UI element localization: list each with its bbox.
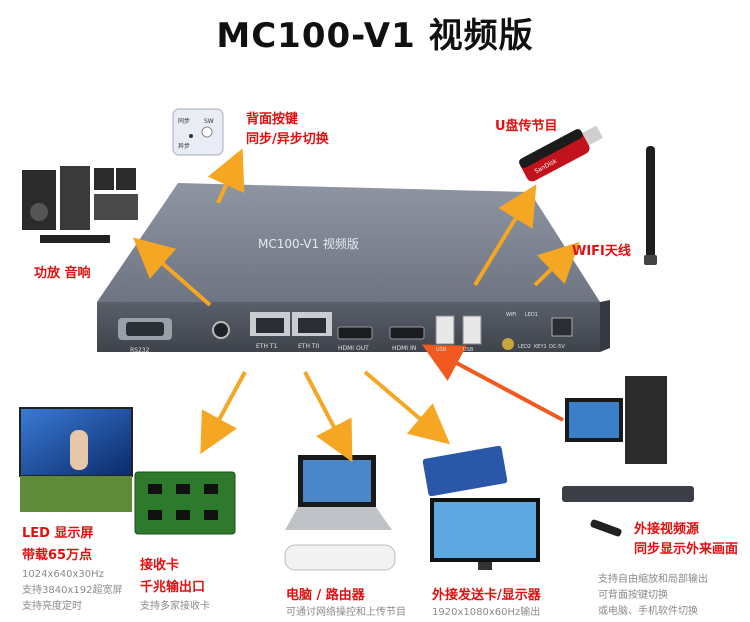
receiver-card-block: 接收卡 千兆输出口 支持多家接收卡	[140, 555, 210, 615]
usb-stick-image	[519, 125, 603, 182]
computer-router-note: 可通讨网络操控和上传节目	[286, 607, 406, 618]
video-source-note-2: 可背面按键切换	[598, 590, 668, 601]
receiver-card-subtitle: 千兆输出口	[140, 580, 206, 595]
computer-router-block: 电脑 / 路由器 可通讨网络操控和上传节目	[286, 587, 406, 621]
sender-display-block: 外接发送卡/显示器 1920x1080x60Hz输出	[432, 587, 541, 621]
device-box	[97, 183, 610, 352]
video-source-image	[562, 376, 694, 537]
laptop-router-image	[284, 455, 396, 571]
arrow-to-led	[200, 371, 247, 455]
switch-callout: 背面按键 同步/异步切换	[246, 110, 329, 150]
hdmi-in-port	[389, 326, 425, 340]
dc-label: DC-5V	[549, 344, 565, 350]
arrow-to-laptop	[303, 371, 353, 463]
wifi-callout-label: WIFI天线	[572, 244, 631, 259]
wifi-port-label: WiFi	[506, 312, 516, 318]
switch-callout-line1: 背面按键	[246, 112, 299, 127]
antenna-image	[644, 146, 657, 265]
video-source-notes: 支持自由缩放和局部输出 可背面按键切换 或电脑、手机软件切换	[598, 572, 708, 620]
speakers-image	[22, 166, 138, 243]
arrow-to-usb	[473, 184, 537, 287]
switch-panel-image	[172, 108, 224, 156]
rs232-label: RS232	[130, 347, 150, 354]
computer-router-title: 电脑 / 路由器	[286, 588, 365, 603]
led1-label: LED1	[525, 312, 538, 318]
device-top-label: MC100-V1 视频版	[258, 236, 359, 251]
led-screen-title: LED 显示屏	[22, 526, 94, 541]
switch-callout-line2: 同步/异步切换	[246, 132, 329, 147]
led-screen-note-3: 支持亮度定时	[22, 601, 82, 612]
wifi-connector	[502, 338, 514, 350]
sender-display-title: 外接发送卡/显示器	[432, 588, 541, 603]
usb-callout-label: U盘传节目	[495, 119, 558, 134]
arrow-to-sender	[363, 370, 451, 445]
switch-sync-label: 同步	[178, 117, 190, 125]
connection-arrows	[132, 148, 580, 463]
led2-label: LED2	[518, 344, 531, 350]
led-screen-subtitle: 带载65万点	[22, 548, 93, 563]
switch-sw-label: SW	[204, 118, 214, 125]
video-source-subtitle: 同步显示外来画面	[634, 542, 739, 557]
arrow-to-switch	[207, 148, 245, 204]
led-screen-note-2: 支持3840x192超宽屏	[22, 585, 123, 596]
usb2-label: USB	[463, 347, 474, 353]
switch-async-label: 异步	[178, 142, 190, 150]
usb1-port	[435, 315, 455, 345]
eth0-label: ETH T0	[298, 343, 320, 350]
hdmi-out-port	[337, 326, 373, 340]
video-source-note-3: 或电脑、手机软件切换	[598, 606, 698, 617]
sender-display-note: 1920x1080x60Hz输出	[432, 607, 541, 618]
receiver-card-note: 支持多家接收卡	[140, 601, 210, 612]
hdmi-out-label: HDMI OUT	[338, 345, 369, 352]
arrow-to-wifi	[533, 241, 580, 287]
key1-label: KEY1	[534, 344, 547, 350]
usb2-port	[462, 315, 482, 345]
led-screen-note-1: 1024x640x30Hz	[22, 569, 104, 580]
led-screen-image	[19, 407, 133, 512]
video-source-title: 外接视频源	[634, 522, 700, 537]
video-source-note-1: 支持自由缩放和局部输出	[598, 574, 708, 585]
usb1-label: USB	[436, 347, 447, 353]
amp-callout-label: 功放 音响	[34, 266, 91, 281]
video-source-block: 外接视频源 同步显示外来画面	[634, 520, 738, 560]
page-title: MC100-V1 视频版	[216, 16, 534, 56]
arrow-to-amp	[132, 237, 212, 307]
sender-display-image	[422, 445, 540, 570]
receiver-card-image	[134, 471, 236, 535]
hdmi-in-label: HDMI IN	[392, 345, 416, 352]
eth1-label: ETH T1	[256, 343, 278, 350]
led-screen-block: LED 显示屏 带载65万点 1024x640x30Hz 支持3840x192超…	[22, 523, 122, 615]
dc-port	[551, 317, 573, 337]
receiver-card-title: 接收卡	[140, 558, 180, 573]
arrow-from-video-source	[421, 344, 564, 422]
audio-jack	[212, 321, 230, 339]
